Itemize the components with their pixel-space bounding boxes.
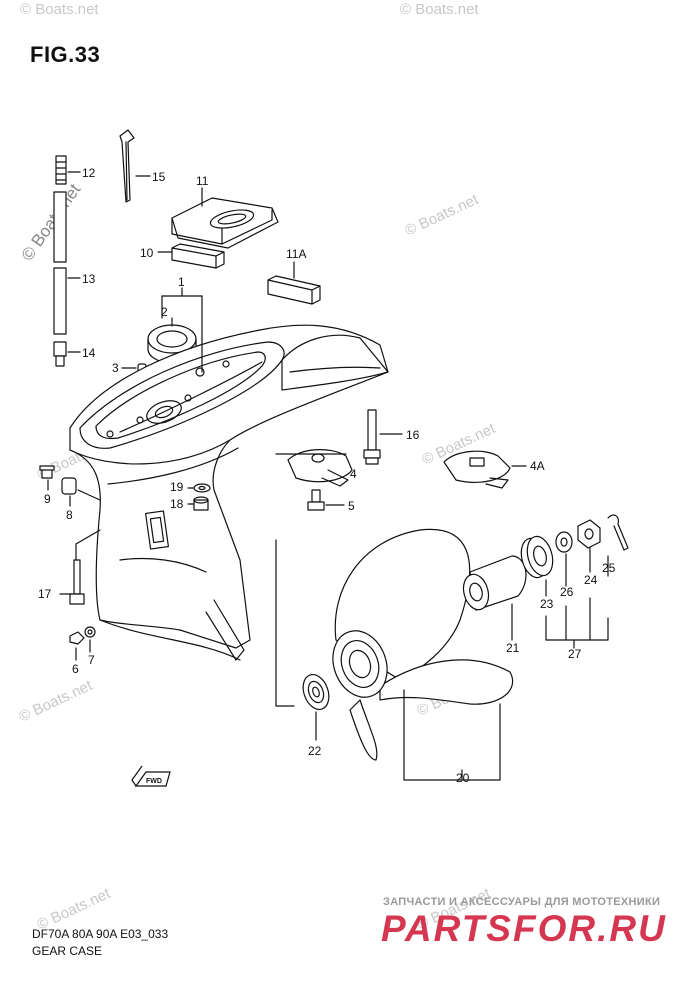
callout-16: 16: [406, 428, 420, 442]
watermark: © Boats.net: [400, 1, 479, 18]
watermark: © Boats.net: [20, 1, 99, 18]
rubber-block-part-10: [171, 243, 225, 269]
callout-6: 6: [72, 662, 79, 676]
callout-13: 13: [82, 272, 96, 286]
plug-part-8: [61, 477, 77, 495]
callout-14: 14: [82, 346, 96, 360]
callout-17: 17: [38, 587, 52, 601]
brand-tagline: ЗАПЧАСТИ И АКСЕССУАРЫ ДЛЯ МОТОТЕХНИКИ: [383, 896, 661, 908]
water-tube-part-13: [53, 191, 67, 335]
callout-7: 7: [88, 653, 95, 667]
figure-title: FIG.33: [30, 42, 101, 67]
bolt-part-17: [69, 559, 85, 605]
gear-case-housing-part-1: [69, 324, 389, 661]
callout-22: 22: [308, 744, 322, 758]
brand-logo: PARTSFOR.RU: [381, 908, 667, 949]
callout-20: 20: [456, 771, 470, 785]
fwd-arrow-icon: FWD: [131, 765, 171, 787]
leader-lines: [47, 171, 609, 781]
washer-part-7: [84, 626, 96, 638]
watermark: © Boats.net: [403, 191, 482, 240]
propeller-part-20: [332, 528, 514, 761]
callout-11: 11: [196, 174, 209, 188]
mount-plate-part-11: [171, 197, 279, 249]
model-code: DF70A 80A 90A E03_033: [32, 927, 169, 941]
callout-24: 24: [584, 573, 598, 587]
callout-8: 8: [66, 508, 73, 522]
spacer-part-23: [520, 535, 554, 579]
cotter-pin-part-25: [607, 514, 629, 551]
bolt-part-16: [363, 409, 381, 465]
callout-1: 1: [178, 275, 185, 289]
callout-4a: 4A: [530, 459, 545, 473]
grommet-part-14: [53, 341, 67, 367]
nut-part-24: [577, 519, 601, 549]
watermark: © Boats.net: [18, 180, 85, 264]
pin-part-15: [119, 129, 135, 203]
callout-23: 23: [540, 597, 554, 611]
screw-part-18: [193, 496, 209, 511]
bushing-part-21: [462, 555, 527, 611]
callout-11a: 11A: [286, 247, 306, 261]
svg-text:FWD: FWD: [146, 778, 162, 785]
callout-25: 25: [602, 561, 616, 575]
callout-19: 19: [170, 480, 184, 494]
diagram-caption: GEAR CASE: [32, 944, 103, 958]
block-part-11a: [267, 275, 321, 305]
bolt-part-9: [39, 465, 55, 479]
bolt-part-5: [307, 489, 325, 511]
callout-15: 15: [152, 170, 166, 184]
washer-part-26: [555, 531, 573, 553]
callout-18: 18: [170, 497, 184, 511]
callout-2: 2: [161, 305, 168, 319]
anode-part-4a: [443, 450, 511, 489]
callout-21: 21: [506, 641, 520, 655]
callout-26: 26: [560, 585, 574, 599]
screw-part-6: [69, 631, 85, 645]
watermark: © Boats.net: [17, 677, 96, 726]
callout-12: 12: [82, 166, 96, 180]
thrust-washer-part-22: [302, 673, 330, 711]
stud-part-12: [55, 155, 67, 185]
callout-3: 3: [112, 361, 119, 375]
anode-part-4: [287, 449, 353, 487]
washer-part-19: [193, 483, 211, 493]
callout-27: 27: [568, 647, 582, 661]
callout-9: 9: [44, 492, 51, 506]
callout-4: 4: [350, 467, 357, 481]
callout-10: 10: [140, 246, 154, 260]
callout-5: 5: [348, 499, 355, 513]
